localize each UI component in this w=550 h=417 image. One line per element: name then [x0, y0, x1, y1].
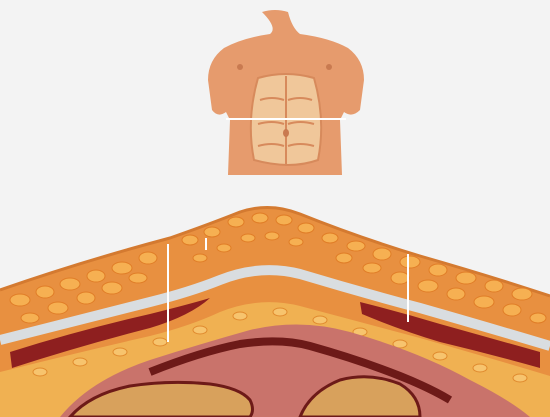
nipple-right — [326, 64, 332, 70]
nipple-left — [237, 64, 243, 70]
navel — [283, 129, 289, 137]
